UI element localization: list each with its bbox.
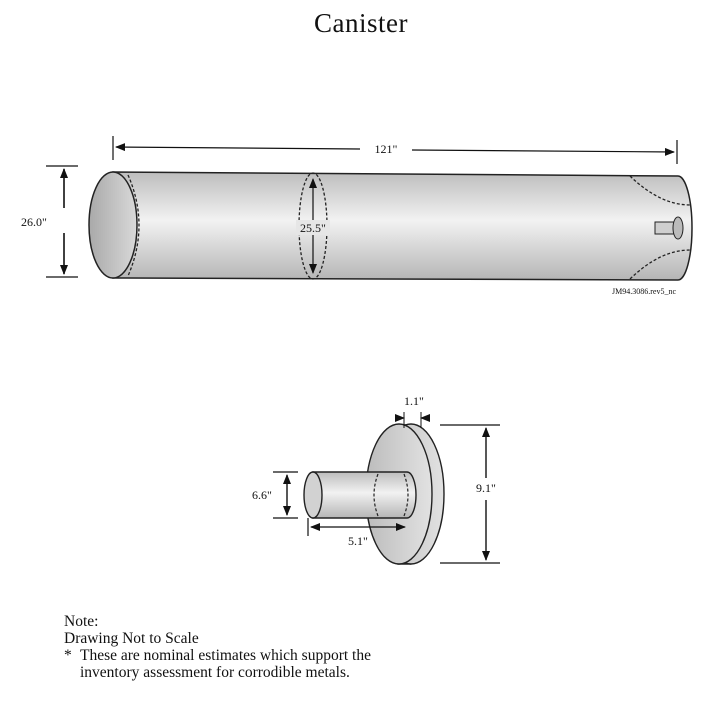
- note-heading: Note:: [64, 613, 99, 630]
- canister-end-cap: [88, 171, 138, 279]
- thickness-dimension: 1.1": [395, 394, 430, 428]
- drawing-reference: JM94.3086.rev5_nc: [612, 287, 676, 296]
- flange-diameter-label: 9.1": [476, 481, 496, 495]
- note-estimate-text: These are nominal estimates which suppor…: [80, 647, 371, 664]
- length-dimension: 121": [112, 136, 678, 164]
- note-bullet-line: * These are nominal estimates which suppo…: [64, 647, 371, 664]
- shaft-length-label: 5.1": [348, 534, 368, 548]
- shaft-diameter-dimension: 6.6": [252, 471, 298, 519]
- page-title: Canister: [314, 8, 408, 38]
- note-block: Note: Drawing Not to Scale * These are no…: [64, 613, 371, 681]
- diameter-dimension: 26.0": [21, 165, 78, 278]
- shaft-diameter-label: 6.6": [252, 488, 272, 502]
- flange-diameter-dimension: 9.1": [440, 424, 500, 564]
- inner-diameter-label: 25.5": [300, 221, 326, 235]
- plug-shaft: [312, 471, 417, 519]
- canister-cylinder: [88, 171, 693, 281]
- shaft-length-dimension: 5.1": [307, 518, 406, 548]
- thickness-label: 1.1": [404, 394, 424, 408]
- note-bullet: *: [64, 647, 72, 664]
- note-estimate-continuation: inventory assessment for corrodible meta…: [80, 664, 350, 681]
- diameter-label: 26.0": [21, 215, 47, 229]
- plug-detail: [303, 423, 445, 565]
- note-scale-text: Drawing Not to Scale: [64, 630, 199, 647]
- length-label: 121": [375, 142, 398, 156]
